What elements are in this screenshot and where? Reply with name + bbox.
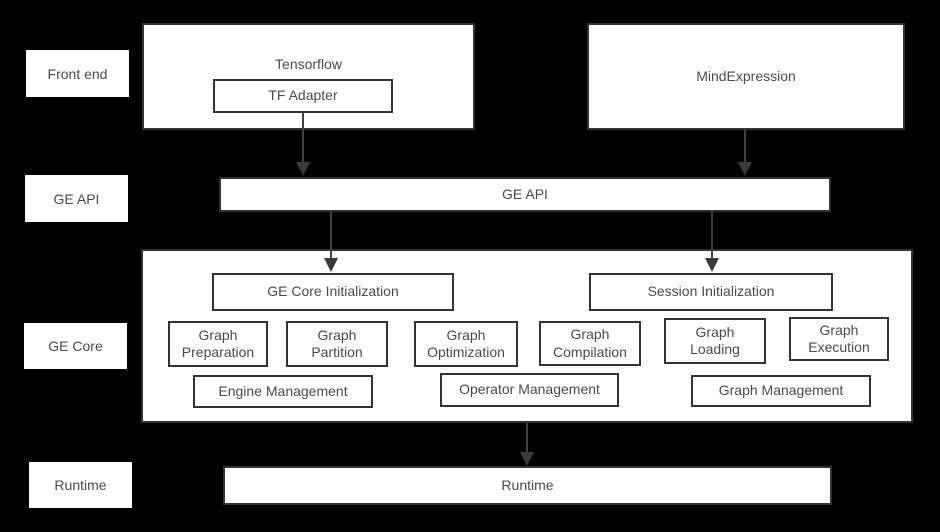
arrow-ge-api-to-ge-core-init <box>324 212 338 272</box>
arrow-down-icon <box>705 258 719 272</box>
tf-adapter-box: TF Adapter <box>213 79 393 113</box>
graph-preparation-line2: Preparation <box>181 344 255 360</box>
operator-management-box: Operator Management <box>440 373 619 407</box>
graph-optimization-box: Graph Optimization <box>414 321 518 367</box>
ge-api-bar: GE API <box>219 177 831 212</box>
graph-loading-line1: Graph <box>695 323 735 340</box>
row-label-front-end: Front end <box>26 50 129 97</box>
graph-compilation-line2: Compilation <box>553 343 627 360</box>
row-label-ge-api: GE API <box>25 175 128 222</box>
engine-management-box: Engine Management <box>193 375 373 408</box>
graph-loading-line2: Loading <box>690 341 740 357</box>
arrow-down-icon <box>324 258 338 272</box>
arrow-down-icon <box>296 162 310 176</box>
graph-partition-box: Graph Partition <box>286 321 388 367</box>
arrow-line <box>330 212 332 260</box>
graph-execution-line1: Graph <box>819 321 859 338</box>
arrow-line <box>526 423 528 454</box>
arrow-ge-core-to-runtime <box>520 423 534 466</box>
row-label-runtime: Runtime <box>29 462 132 508</box>
arrow-line <box>744 130 746 164</box>
graph-optimization-line2: Optimization <box>427 344 505 360</box>
graph-optimization-line1: Graph <box>446 326 486 343</box>
graph-partition-line1: Graph <box>317 326 357 343</box>
arrow-down-icon <box>520 452 534 466</box>
graph-partition-line2: Partition <box>311 344 363 360</box>
arrow-line <box>711 212 713 260</box>
graph-loading-box: Graph Loading <box>664 318 766 364</box>
arrow-line <box>302 113 304 164</box>
arrow-ge-api-to-session-init <box>705 212 719 272</box>
arrow-down-icon <box>738 162 752 176</box>
mindexpression-box: MindExpression <box>587 23 905 130</box>
ge-core-initialization-box: GE Core Initialization <box>212 273 454 311</box>
graph-compilation-box: Graph Compilation <box>539 321 641 366</box>
tensorflow-label: Tensorflow <box>275 56 342 72</box>
graph-execution-box: Graph Execution <box>789 317 889 361</box>
graph-compilation-line1: Graph <box>570 326 610 342</box>
tensorflow-box: Tensorflow TF Adapter <box>142 23 475 130</box>
ge-core-container: GE Core Initialization Session Initializ… <box>141 249 913 423</box>
arrow-mindexpression-to-ge-api <box>738 130 752 176</box>
session-initialization-box: Session Initialization <box>589 273 833 311</box>
graph-preparation-line1: Graph <box>198 326 238 343</box>
arrow-tf-adapter-to-ge-api <box>296 113 310 176</box>
graph-execution-line2: Execution <box>808 339 870 355</box>
runtime-bar: Runtime <box>223 466 832 505</box>
graph-management-box: Graph Management <box>691 375 871 407</box>
row-label-ge-core: GE Core <box>24 323 127 369</box>
graph-preparation-box: Graph Preparation <box>168 321 268 367</box>
